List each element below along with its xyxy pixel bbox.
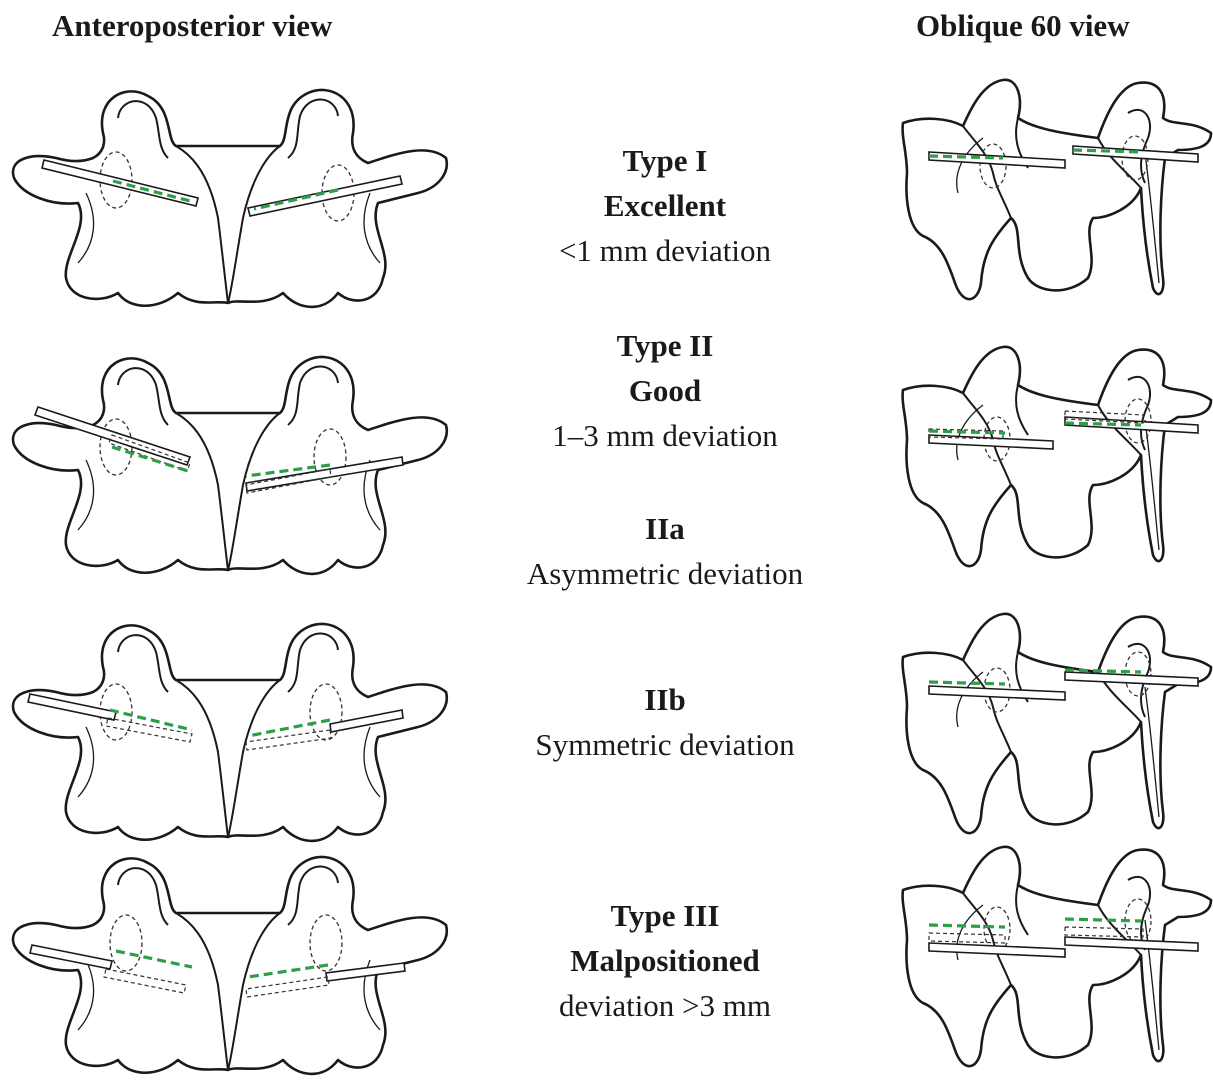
type-1-title: Type I xyxy=(470,138,860,183)
type-3-title: Type III xyxy=(470,893,860,938)
oblique-vertebra-type-3 xyxy=(893,845,1213,1085)
oblique-vertebra-type-2b xyxy=(893,612,1213,852)
type-2a-title: IIa xyxy=(470,506,860,551)
type-1-detail: <1 mm deviation xyxy=(470,228,860,273)
oblique-vertebra-type-1 xyxy=(893,78,1213,318)
oblique-vertebra-outline xyxy=(903,614,1211,833)
ap-vertebra-type-2b xyxy=(8,612,448,852)
ap-vertebra-type-2 xyxy=(8,345,448,585)
oblique-vertebra-outline xyxy=(903,80,1211,299)
oblique-view-heading: Oblique 60 view xyxy=(916,8,1130,44)
ap-vertebra-type-3 xyxy=(8,845,448,1085)
ap-vertebra-outline xyxy=(13,624,447,841)
type-2b-label: IIb Symmetric deviation xyxy=(470,677,860,767)
type-3-label: Type III Malpositioned deviation >3 mm xyxy=(470,893,860,1028)
oblique-vertebra-outline xyxy=(903,347,1211,566)
type-2b-title: IIb xyxy=(470,677,860,722)
type-1-label: Type I Excellent <1 mm deviation xyxy=(470,138,860,273)
type-1-grade: Excellent xyxy=(470,183,860,228)
type-2-label: Type II Good 1–3 mm deviation xyxy=(470,323,860,458)
type-2-detail: 1–3 mm deviation xyxy=(470,413,860,458)
type-2b-detail: Symmetric deviation xyxy=(470,722,860,767)
type-3-detail: deviation >3 mm xyxy=(470,983,860,1028)
oblique-vertebra-type-2 xyxy=(893,345,1213,585)
type-2-grade: Good xyxy=(470,368,860,413)
ap-vertebra-outline xyxy=(13,90,447,307)
type-2-title: Type II xyxy=(470,323,860,368)
type-2a-label: IIa Asymmetric deviation xyxy=(470,506,860,596)
ap-vertebra-type-1 xyxy=(8,78,448,318)
type-3-grade: Malpositioned xyxy=(470,938,860,983)
anteroposterior-view-heading: Anteroposterior view xyxy=(52,8,332,44)
type-2a-detail: Asymmetric deviation xyxy=(470,551,860,596)
